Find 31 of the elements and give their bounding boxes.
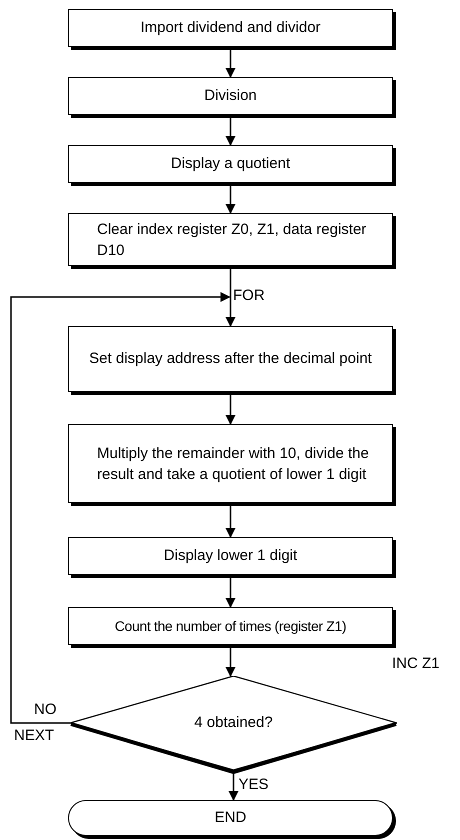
node-text: Count the number of times (register Z1) <box>114 616 348 636</box>
instruction-label: FOR <box>233 287 265 305</box>
arrow <box>226 576 236 608</box>
process-box <box>68 77 393 115</box>
process-box <box>68 537 393 575</box>
process-box <box>68 213 393 266</box>
arrow <box>226 48 236 78</box>
node-text: Display a quotient <box>170 154 292 174</box>
instruction-label: INC Z1 <box>392 655 440 673</box>
process-box <box>68 9 393 47</box>
process-box <box>68 424 393 503</box>
arrow <box>226 504 236 538</box>
node-text: Import dividend and dividor <box>139 18 322 38</box>
node-text: Clear index register Z0, Z1, data register D10 <box>97 220 368 260</box>
arrow <box>226 184 236 214</box>
node-text: Display lower 1 digit <box>162 546 298 566</box>
arrow <box>226 393 236 425</box>
node-text: Set display address after the decimal point <box>88 349 373 370</box>
process-box <box>68 326 393 392</box>
arrow <box>226 267 236 327</box>
process-box <box>68 145 393 183</box>
instruction-label: NEXT <box>14 727 54 745</box>
arrow <box>228 772 238 801</box>
terminal-shape <box>68 800 393 836</box>
arrow <box>10 292 230 724</box>
arrow <box>226 646 236 677</box>
node-text: END <box>214 808 248 828</box>
process-box <box>68 607 393 645</box>
arrow <box>226 116 236 146</box>
node-text: Multiply the remainder with 10, divide the result and take a quotient of lower 1 digit <box>97 444 370 484</box>
node-text: Division <box>203 86 258 106</box>
